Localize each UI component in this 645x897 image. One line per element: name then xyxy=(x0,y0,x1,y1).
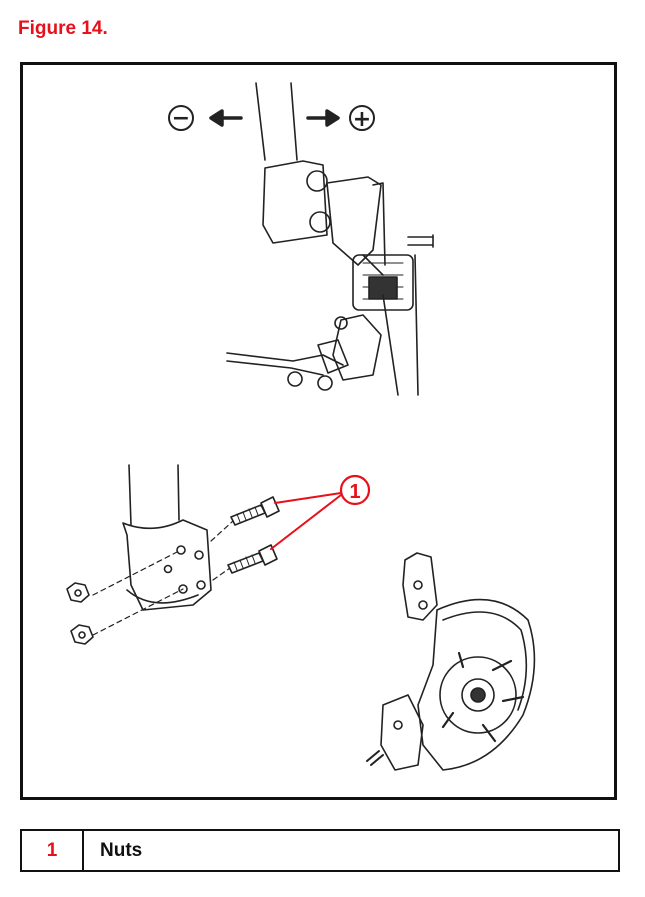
figure-frame: − + xyxy=(20,62,617,800)
knuckle-plate xyxy=(382,254,419,396)
strut-clamp-band xyxy=(126,589,199,604)
hub-bore xyxy=(470,687,486,703)
figure-title: Figure 14. xyxy=(18,18,108,39)
knuckle-lower-arm xyxy=(380,694,424,771)
nut-lower xyxy=(70,624,94,645)
arm-bushing xyxy=(317,339,349,374)
bracket-bolt-icon xyxy=(306,170,328,192)
wheel-stud xyxy=(407,234,434,248)
callout-leader-line xyxy=(270,492,342,550)
dust-shield-edge xyxy=(442,611,528,711)
hub-stud xyxy=(441,651,525,743)
minus-circle-icon xyxy=(168,105,194,131)
legend-table: 1 Nuts xyxy=(20,829,620,872)
bracket-hole xyxy=(163,564,173,574)
lower-arm-bolt xyxy=(287,371,303,387)
callout-circle xyxy=(339,474,371,506)
alignment-line xyxy=(92,520,234,636)
upper-bolt xyxy=(230,496,280,526)
lower-bolt xyxy=(227,544,278,574)
strut-clamp-bracket xyxy=(122,519,212,611)
hub-bearing xyxy=(352,254,414,311)
arrow-left-icon xyxy=(209,109,243,127)
knuckle-hole xyxy=(413,580,423,590)
hub-flange xyxy=(439,656,517,734)
hub-center xyxy=(461,678,495,712)
strut-lower-assembly xyxy=(66,464,280,645)
callout-1: 1 xyxy=(270,474,371,550)
nut-upper xyxy=(66,582,90,603)
lower-arm xyxy=(226,352,344,376)
strut-tube xyxy=(255,82,298,161)
legend-description: Nuts xyxy=(100,839,143,861)
lower-arm-bolt xyxy=(317,375,333,391)
knuckle-upper-arm xyxy=(402,552,438,621)
arrow-right-icon xyxy=(306,109,340,127)
bracket-hole xyxy=(196,580,206,590)
knuckle-hole xyxy=(418,600,428,610)
plus-circle-icon xyxy=(349,105,375,131)
steering-knuckle xyxy=(366,552,536,771)
legend-number: 1 xyxy=(22,831,84,870)
callout-number: 1 xyxy=(349,481,360,503)
bracket-bolt-icon xyxy=(309,211,331,233)
knuckle-hole xyxy=(393,720,403,730)
bracket-hole xyxy=(194,550,204,560)
strut-bracket xyxy=(262,160,328,244)
tie-rod-stud xyxy=(366,750,384,766)
knuckle-body xyxy=(326,176,382,266)
dust-shield xyxy=(417,598,536,771)
direction-indicator: − + xyxy=(168,105,375,132)
plus-symbol: + xyxy=(353,107,371,132)
lower-arm-joint xyxy=(332,314,382,381)
exploded-view-drawing: − + xyxy=(66,82,536,771)
bracket-hole xyxy=(176,545,186,555)
knuckle-arm xyxy=(362,182,386,276)
ball-joint-nut xyxy=(334,316,348,330)
minus-symbol: − xyxy=(172,106,190,131)
strut-upper-assembly xyxy=(226,82,434,396)
hub-bearing-detail xyxy=(362,262,404,300)
bracket-hole xyxy=(178,584,188,594)
strut-tube xyxy=(128,464,180,526)
